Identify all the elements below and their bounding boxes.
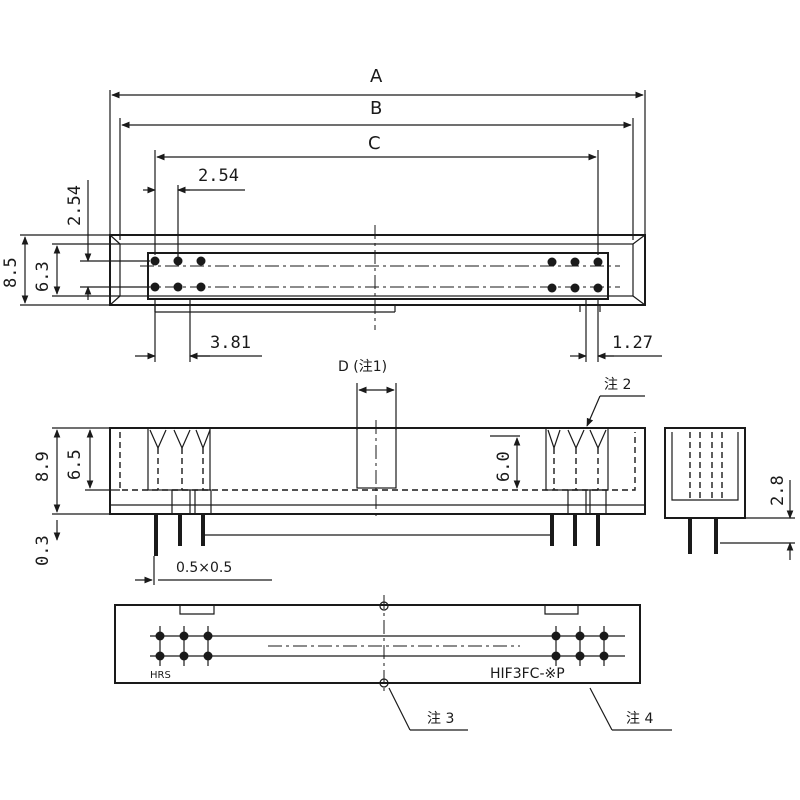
height-slot-label: 6.0 <box>494 451 514 482</box>
pitch-h-label: 2.54 <box>198 166 239 186</box>
part-number: HIF3FC-※P <box>490 666 565 682</box>
top-body-outline <box>109 234 646 306</box>
height-total-label: 8.9 <box>33 451 53 482</box>
front-pins <box>154 514 600 556</box>
pin-section-label: 0.5×0.5 <box>176 560 232 576</box>
offset-right-label: 1.27 <box>612 333 653 353</box>
note3-label: 注 3 <box>427 711 454 727</box>
brand-mark: HRS <box>150 670 171 681</box>
top-view: A B C 2.54 <box>1 66 662 362</box>
dim-label-a: A <box>370 66 383 87</box>
note4-label: 注 4 <box>626 711 653 727</box>
pitch-v-label: 2.54 <box>65 185 85 226</box>
front-right-contacts <box>545 427 609 515</box>
side-body-outline <box>664 427 746 519</box>
offset-left-label: 3.81 <box>210 333 251 353</box>
front-view: D (注1) 注 2 <box>33 359 646 585</box>
height-inner-label: 6.3 <box>33 261 53 292</box>
height-body-label: 6.5 <box>65 449 85 480</box>
bottom-left-pins <box>155 626 213 666</box>
dim-d-label: D (注1) <box>338 359 387 375</box>
front-left-contacts <box>147 427 212 515</box>
standoff-label: 0.3 <box>33 535 53 566</box>
height-outer-label: 8.5 <box>1 257 21 288</box>
pin-length-label: 2.8 <box>768 475 788 506</box>
dim-label-b: B <box>370 98 382 119</box>
bottom-right-pins <box>551 626 609 666</box>
bottom-view: HRS HIF3FC-※P 注 3 注 4 <box>114 595 672 731</box>
note2-label: 注 2 <box>604 377 631 393</box>
bottom-body-outline <box>114 604 641 684</box>
side-view: 2.8 <box>664 427 795 560</box>
dim-label-c: C <box>368 133 381 154</box>
